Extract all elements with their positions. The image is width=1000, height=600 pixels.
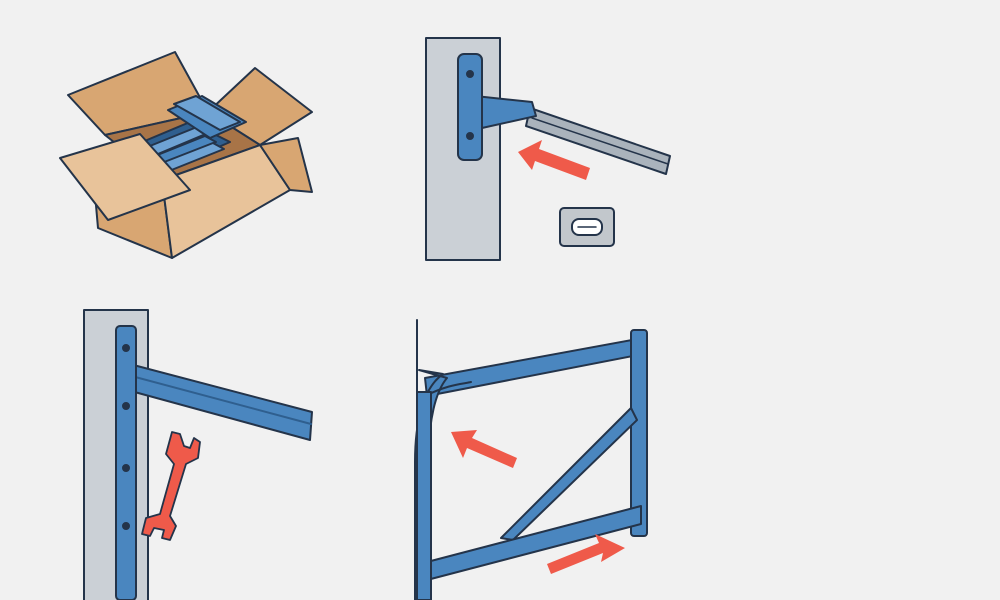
bracket-and-rail-icon: [425, 37, 671, 261]
panel-attach-bracket: [420, 36, 680, 266]
wrench-icon: [141, 431, 201, 541]
arrow-icon: [451, 430, 517, 468]
panel-assemble-frame: [405, 312, 665, 600]
arrow-icon: [547, 534, 625, 574]
panel-unbox: [50, 40, 330, 270]
open-box-with-rails-icon: [59, 51, 313, 259]
panel-tighten-rail: [80, 308, 320, 600]
rail-and-wrench-icon: [83, 309, 313, 600]
arrow-icon: [518, 140, 590, 180]
frame-assembly-icon: [414, 319, 648, 600]
